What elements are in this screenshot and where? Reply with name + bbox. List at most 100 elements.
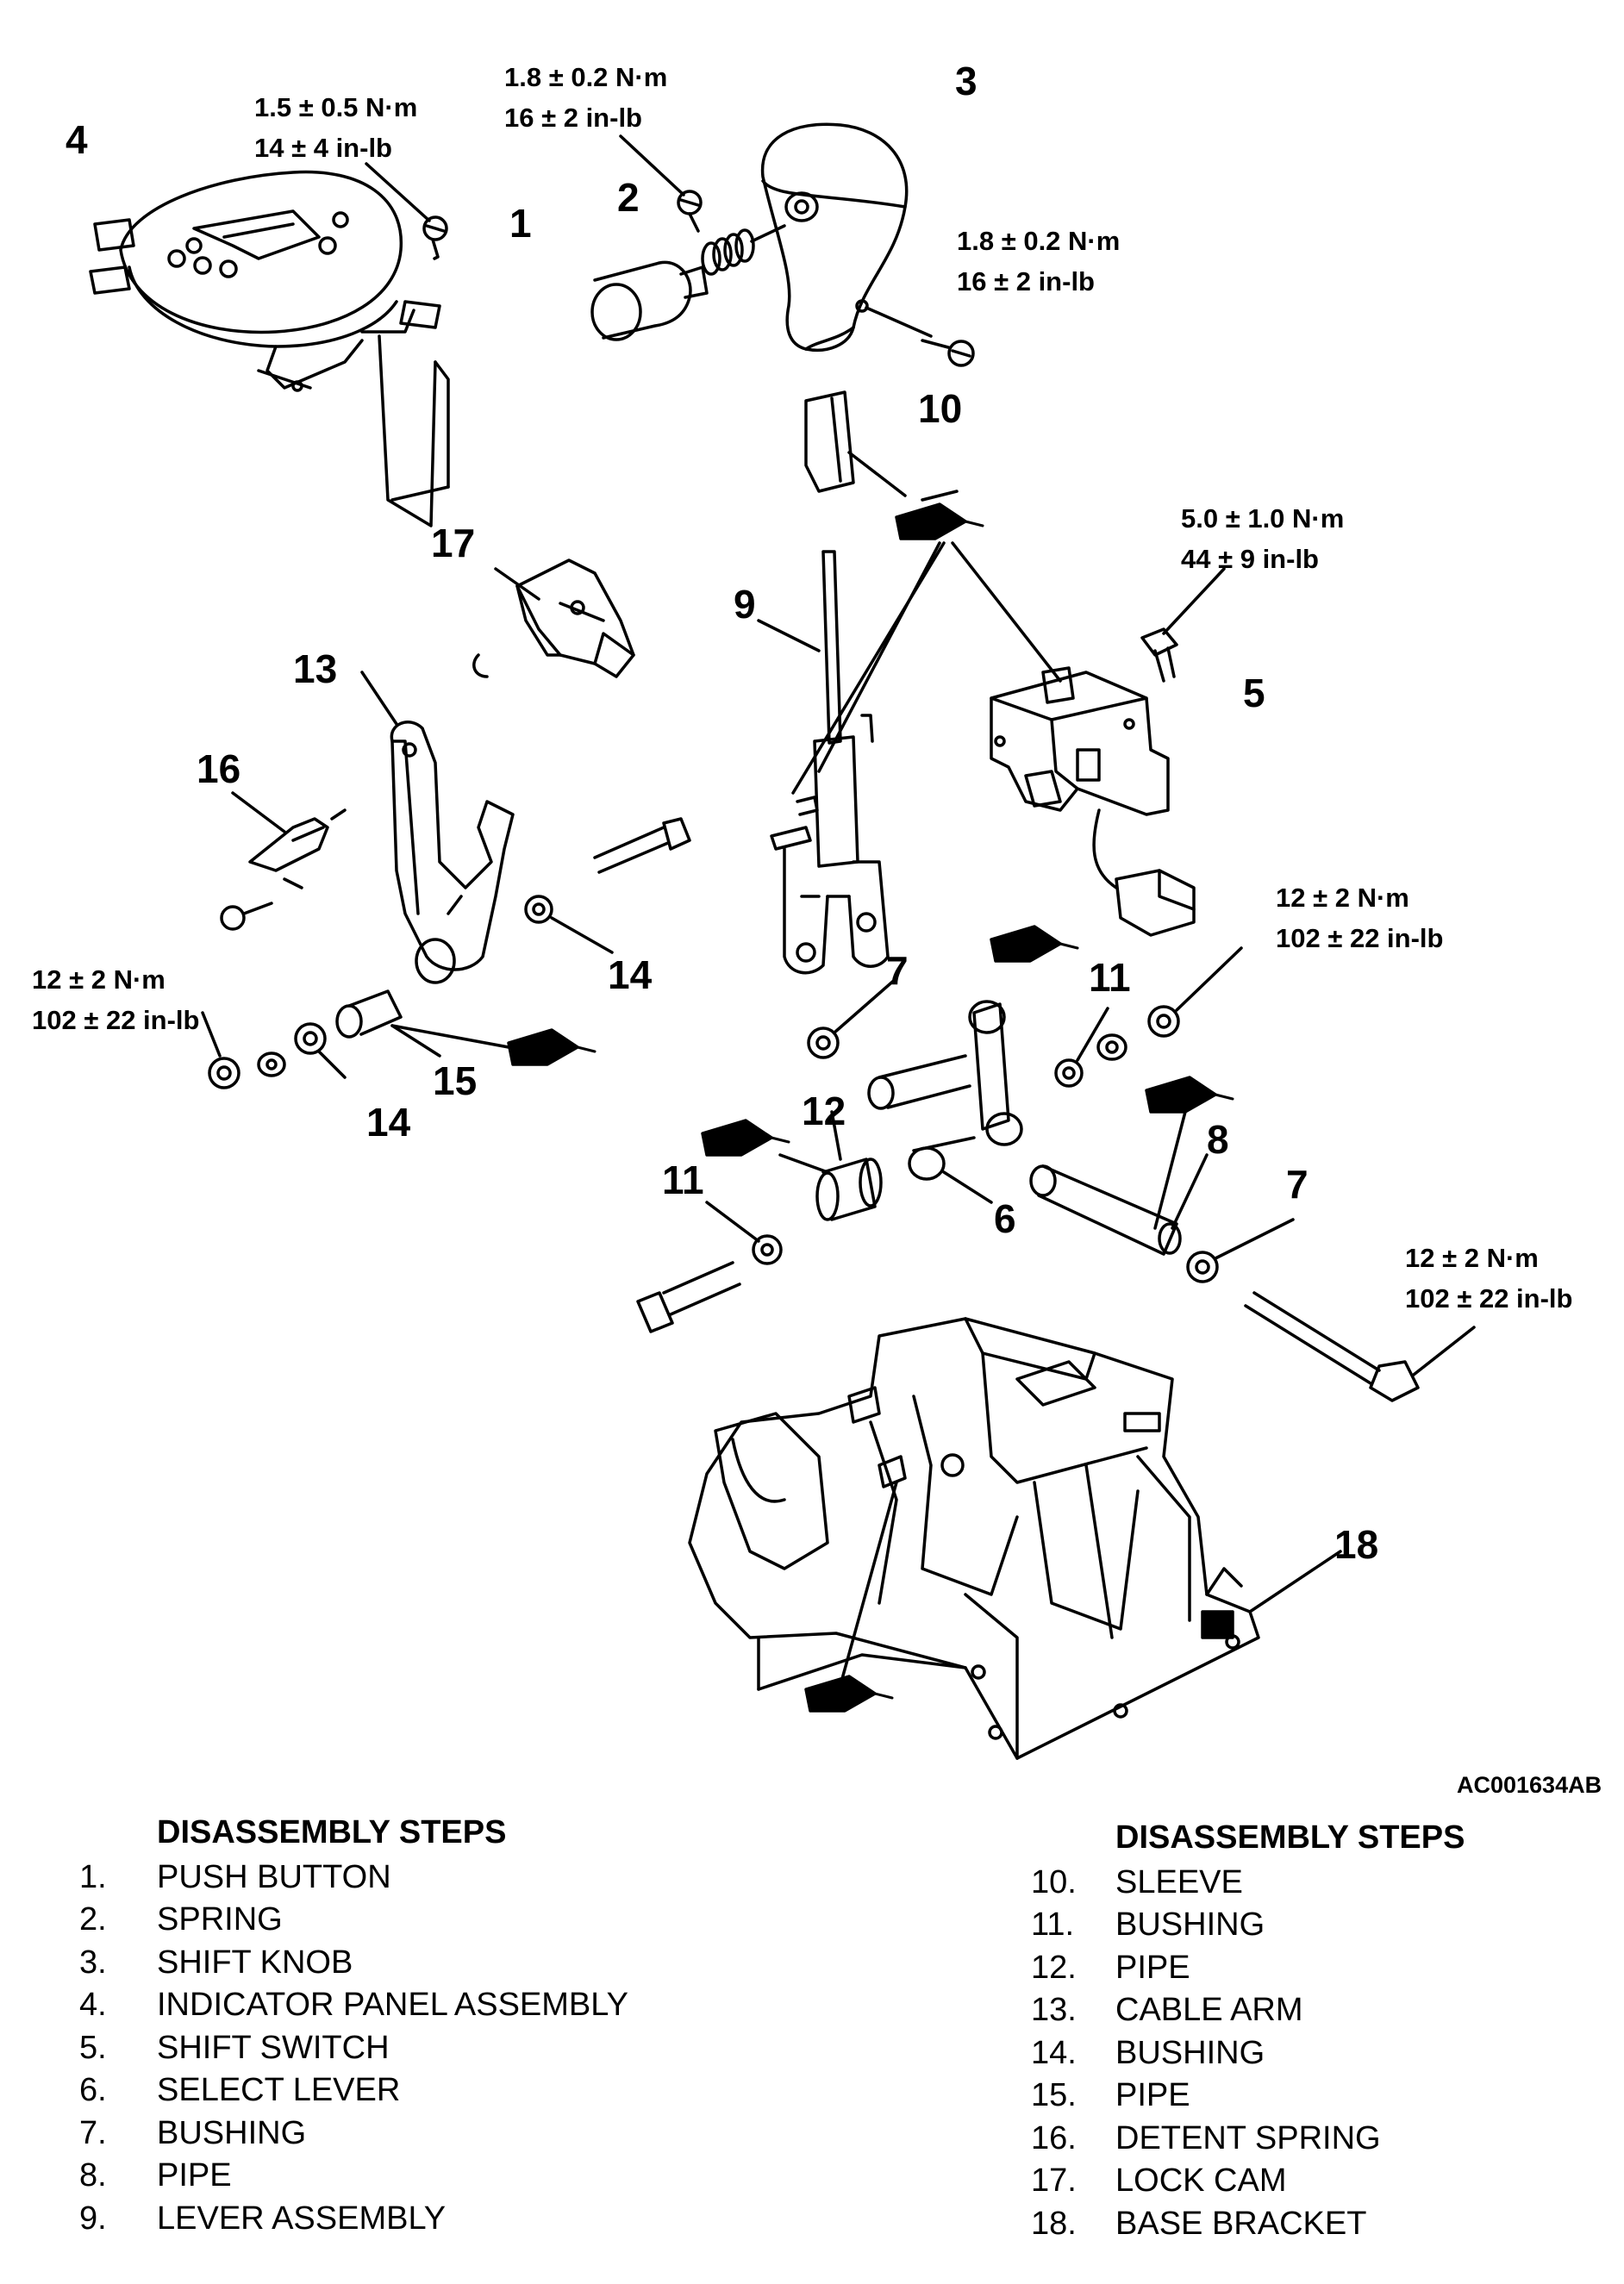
leader-line: [705, 1201, 760, 1243]
callout-3: 3: [955, 59, 978, 103]
step-item: 2.SPRING: [79, 1901, 283, 1938]
callout-11-upper: 11: [1089, 955, 1131, 1000]
screw-part3: [921, 339, 975, 367]
torque-spec-nm: 12 ± 2 N·m: [1405, 1243, 1539, 1273]
grease-tube-icon: [895, 490, 984, 540]
step-item: 3.SHIFT KNOB: [79, 1944, 353, 1981]
torque-spec-inlb: 16 ± 2 in-lb: [957, 266, 1095, 296]
steps-list: 1.PUSH BUTTON 2.SPRING 3.SHIFT KNOB 4.IN…: [79, 1857, 628, 2241]
leader-line: [390, 1024, 510, 1049]
step-item: 14.BUSHING: [1031, 2034, 1265, 2071]
select-lever-part: [867, 1000, 1023, 1181]
leader-line: [1162, 567, 1226, 635]
step-item: 17.LOCK CAM: [1031, 2162, 1287, 2199]
steps-title: DISASSEMBLY STEPS: [157, 1814, 507, 1850]
leader-line: [1153, 1110, 1187, 1230]
leader-line: [1175, 946, 1243, 1012]
leader-line: [839, 1481, 898, 1687]
callout-17: 17: [431, 521, 475, 565]
step-item: 6.SELECT LEVER: [79, 2072, 401, 2108]
lever-assembly-part: [770, 550, 890, 975]
pipe-part8: [1029, 1164, 1182, 1256]
push-button-part: [590, 260, 709, 341]
step-item: 13.CABLE ARM: [1031, 1992, 1303, 2028]
callout-11-lower: 11: [662, 1158, 704, 1202]
leader-line: [201, 1011, 222, 1058]
callout-5: 5: [1243, 671, 1265, 715]
leader-line: [494, 567, 540, 601]
callout-12: 12: [802, 1089, 846, 1133]
bushing-part11: [1054, 1058, 1084, 1088]
leader-line: [1412, 1326, 1476, 1376]
indicator-panel-assembly-part: [89, 170, 450, 527]
step-item: 18.BASE BRACKET: [1031, 2205, 1367, 2242]
bushing-part7-lower: [1186, 1251, 1219, 1283]
bolt-part5: [1140, 627, 1178, 683]
grease-tube-icon: [990, 925, 1079, 963]
callout-18: 18: [1334, 1522, 1378, 1567]
callout-2: 2: [617, 175, 640, 220]
leader-line: [360, 671, 398, 726]
leader-line: [847, 451, 907, 497]
step-item: 4.INDICATOR PANEL ASSEMBLY: [79, 1987, 628, 2023]
grease-tube-icon: [507, 1028, 597, 1066]
shift-switch-part: [990, 666, 1196, 937]
callout-16: 16: [197, 746, 240, 791]
e-clip-part: [472, 653, 489, 678]
leader-line: [1171, 1153, 1209, 1230]
torque-spec-nm: 12 ± 2 N·m: [1276, 883, 1409, 913]
bushing-part14-lower: [294, 1022, 327, 1055]
grease-tube-icon: [1145, 1076, 1234, 1114]
step-item: 8.PIPE: [79, 2157, 232, 2194]
screw-part2: [677, 190, 703, 233]
detent-spring-part: [248, 808, 347, 889]
leader-line: [550, 916, 614, 954]
torque-spec-nm: 1.8 ± 0.2 N·m: [957, 226, 1120, 256]
torque-spec-nm: 12 ± 2 N·m: [32, 964, 166, 995]
step-item: 5.SHIFT SWITCH: [79, 2029, 390, 2066]
leader-line: [231, 791, 286, 833]
leader-line: [942, 1170, 993, 1204]
pipe-part15: [335, 989, 403, 1039]
callout-15: 15: [433, 1058, 477, 1103]
leader-line: [757, 619, 821, 652]
callout-4: 4: [66, 117, 88, 162]
step-item: 1.PUSH BUTTON: [79, 1858, 391, 1895]
base-bracket-part: [688, 1317, 1260, 1760]
leader-line: [791, 541, 946, 795]
leader-line: [1248, 1550, 1342, 1613]
bushing-part14: [524, 895, 553, 924]
spring-part: [701, 224, 786, 276]
callout-8: 8: [1207, 1117, 1229, 1162]
lock-cam-part: [515, 559, 635, 678]
shift-knob-part: [760, 122, 909, 352]
step-item: 12.PIPE: [1031, 1949, 1190, 1986]
callout-6: 6: [994, 1196, 1016, 1241]
washer: [257, 1052, 286, 1077]
callout-9: 9: [734, 582, 756, 627]
screw-part16: [220, 902, 273, 931]
exploded-view-diagram: 4 1 2 3 10 17 9 5 13 16 14 15 14 7 11 12…: [32, 59, 1602, 1793]
torque-spec-nm: 1.5 ± 0.5 N·m: [254, 92, 417, 122]
disassembly-steps-right: DISASSEMBLY STEPS 10.SLEEVE 11.BUSHING 1…: [1031, 1817, 1465, 2245]
callout-10: 10: [918, 386, 962, 431]
leader-line: [619, 134, 685, 197]
step-item: 10.SLEEVE: [1031, 1863, 1243, 1900]
grease-tube-icon: [804, 1675, 894, 1713]
figure-code: AC001634AB: [1457, 1772, 1602, 1793]
torque-spec-nm: 5.0 ± 1.0 N·m: [1181, 503, 1344, 534]
leader-line: [830, 1110, 842, 1161]
screw-part4: [422, 215, 448, 260]
leader-line: [865, 306, 933, 338]
washer: [1096, 1033, 1127, 1061]
callout-7-lower: 7: [1286, 1162, 1309, 1207]
leader-line: [1076, 1007, 1109, 1062]
step-item: 7.BUSHING: [79, 2114, 307, 2151]
callout-1: 1: [509, 201, 532, 246]
leader-line: [951, 541, 1062, 683]
step-item: 9.LEVER ASSEMBLY: [79, 2200, 447, 2237]
step-item: 11.BUSHING: [1031, 1906, 1265, 1943]
leader-line: [365, 162, 431, 222]
callout-14-upper: 14: [608, 952, 653, 997]
torque-spec-inlb: 14 ± 4 in-lb: [254, 133, 392, 163]
